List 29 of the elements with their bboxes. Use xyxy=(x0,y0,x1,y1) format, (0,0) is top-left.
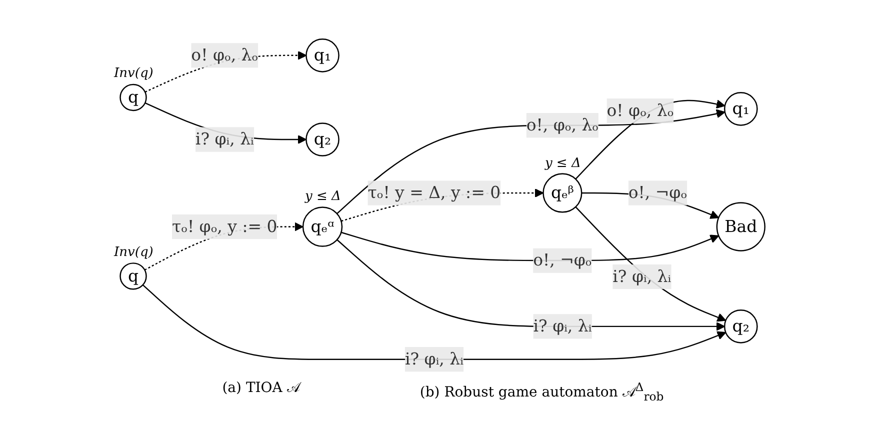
edge-label: τₒ! y = Δ, y := 0 xyxy=(368,182,502,202)
node-circle: q xyxy=(120,84,148,112)
node-circle: qₑᵝ xyxy=(543,173,583,213)
node-circle: q₂ xyxy=(306,122,340,156)
edge-label: o! φₒ, λₒ xyxy=(192,45,259,65)
invariant-label: Inv(q) xyxy=(112,245,154,262)
edge-label: o!, ¬φₒ xyxy=(628,182,688,202)
edge-label: i? φᵢ, λᵢ xyxy=(196,129,254,149)
caption: (a) TIOA 𝒜 xyxy=(222,380,300,398)
edge-label: o! φₒ, λₒ xyxy=(607,100,674,120)
edge-label: o!, ¬φₒ xyxy=(534,250,592,270)
invariant-label: Inv(q) xyxy=(112,66,154,82)
invariant-label: y ≤ Δ xyxy=(304,189,342,206)
arrow xyxy=(576,206,727,322)
invariant-label: y ≤ Δ xyxy=(544,156,582,172)
arrow xyxy=(336,109,726,214)
node-circle: q xyxy=(120,262,148,290)
arrow xyxy=(142,284,727,360)
node-circle: qₑᵅ xyxy=(302,206,344,247)
edge-label: o!, φₒ, λₒ xyxy=(526,115,599,135)
edge-label: i? φᵢ, λᵢ xyxy=(613,266,672,286)
arrow xyxy=(337,239,726,331)
edge-label: i? φᵢ, λᵢ xyxy=(405,349,464,369)
node-circle: q₁ xyxy=(724,92,758,126)
node-circle: Bad xyxy=(716,202,766,252)
edge-label: i? φᵢ, λᵢ xyxy=(534,316,592,336)
edge-label: τₒ! φₒ, y := 0 xyxy=(172,216,278,236)
node-circle: q₁ xyxy=(306,38,340,72)
node-circle: q₂ xyxy=(724,310,758,344)
